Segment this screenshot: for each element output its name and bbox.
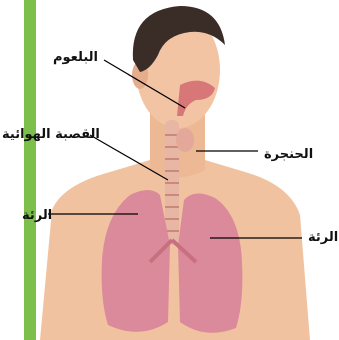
- larynx-shape: [176, 128, 194, 152]
- label-trachea: القصبة الهوائية: [2, 127, 100, 143]
- accent-bar: [24, 0, 36, 340]
- label-larynx: الحنجرة: [264, 147, 313, 163]
- label-pharynx: البلعوم: [53, 50, 98, 66]
- label-lung-right: الرئة: [308, 230, 338, 246]
- label-lung-left: الرئة: [22, 208, 52, 224]
